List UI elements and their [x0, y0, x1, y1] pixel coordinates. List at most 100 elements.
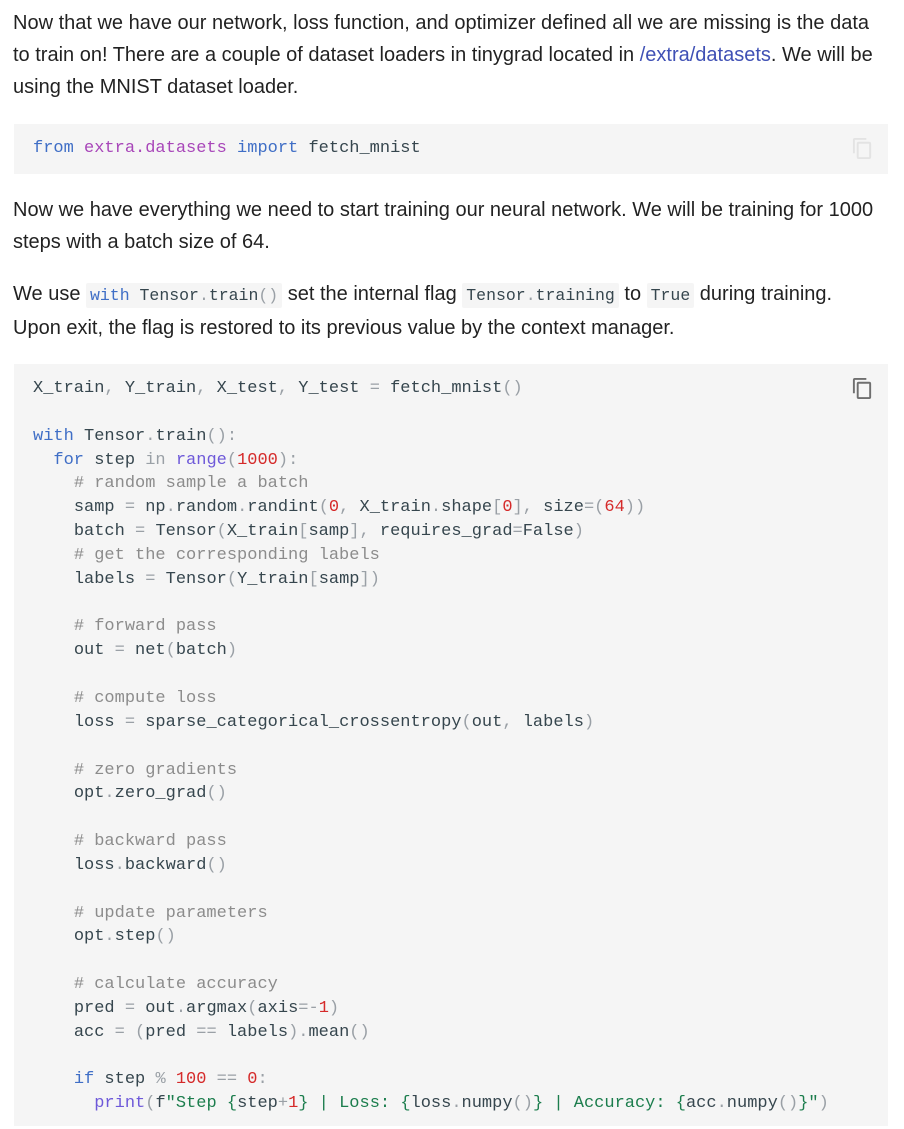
code-token	[237, 1070, 247, 1089]
code-token: {	[226, 1094, 238, 1114]
code-token: if	[73, 1070, 95, 1090]
code-line: # update parameters	[33, 902, 869, 926]
code-token	[135, 713, 145, 732]
code-token	[360, 379, 370, 398]
code-token: Y_train	[237, 569, 309, 589]
code-line: # compute loss	[33, 687, 869, 711]
copy-icon	[852, 377, 871, 399]
code-token	[370, 522, 380, 541]
code-token: ():	[206, 426, 238, 446]
code-line: opt.step()	[33, 925, 869, 949]
code-token	[33, 904, 74, 923]
code-token: =	[369, 379, 380, 398]
code-token: train	[208, 286, 259, 305]
code-token: ()	[502, 379, 523, 398]
code-blank-line	[33, 663, 869, 687]
code-token: ,	[339, 498, 350, 518]
code-token: Tensor	[155, 522, 217, 542]
code-token	[94, 1070, 104, 1089]
code-token: fetch_mnist	[308, 139, 421, 158]
paragraph-text: Now we have everything we need to start …	[13, 199, 874, 253]
code-token: ()	[512, 1094, 533, 1114]
code-token: axis	[257, 998, 299, 1018]
code-token	[115, 713, 125, 732]
code-token	[33, 641, 74, 660]
code-token	[135, 451, 145, 470]
code-token: (	[226, 450, 238, 470]
link-extra-datasets[interactable]: /extra/datasets	[639, 44, 771, 66]
code-token	[33, 999, 74, 1018]
paragraph-text: Now that we have our network, loss funct…	[13, 12, 869, 66]
code-token	[33, 498, 74, 517]
code-blank-line	[33, 735, 869, 759]
code-token: 0	[328, 498, 340, 518]
code-token: 0	[502, 498, 513, 518]
code-line: # calculate accuracy	[33, 973, 869, 997]
code-token: randint	[247, 498, 319, 518]
code-token: +	[277, 1094, 289, 1114]
code-token	[33, 761, 74, 780]
code-block-import: from extra.datasets import fetch_mnist	[14, 124, 888, 174]
code-token: ()	[258, 286, 279, 305]
code-token: out	[471, 712, 503, 732]
code-token: labels	[522, 712, 584, 732]
code-token: backward	[124, 855, 207, 875]
code-token: =	[512, 522, 523, 542]
code-token	[135, 570, 145, 589]
code-token: ==	[196, 1022, 217, 1042]
code-token: loss	[73, 855, 115, 875]
code-token	[33, 784, 74, 803]
code-token: step	[94, 450, 136, 470]
code-token: =	[135, 522, 146, 542]
code-token: X_train	[33, 379, 105, 398]
code-token: with	[90, 286, 130, 305]
code-token: )	[573, 522, 584, 542]
code-token: out	[145, 998, 176, 1018]
code-token: with	[33, 426, 74, 446]
code-token: .	[145, 426, 156, 446]
code-token	[115, 498, 125, 517]
code-token: | Accuracy:	[543, 1094, 676, 1114]
code-token	[115, 999, 125, 1018]
code-token	[533, 498, 543, 517]
code-token: mean	[308, 1022, 350, 1042]
code-token: Y_train	[124, 379, 197, 398]
code-token: Tensor	[466, 286, 526, 305]
code-token: )	[328, 998, 340, 1018]
code-token: ()	[206, 855, 227, 875]
code-token	[380, 379, 390, 398]
code-token: ==	[216, 1070, 238, 1090]
code-token	[130, 286, 140, 305]
code-body: from extra.datasets import fetch_mnist	[33, 137, 869, 161]
code-token: Y_test	[298, 379, 360, 398]
code-token: .	[104, 784, 115, 804]
code-token	[33, 1094, 94, 1113]
code-token	[33, 832, 74, 851]
code-blank-line	[33, 1045, 869, 1069]
code-comment: # zero gradients	[73, 760, 238, 780]
code-comment: # compute loss	[73, 688, 217, 708]
code-token: training	[535, 286, 615, 305]
code-line: for step in range(1000):	[33, 449, 869, 473]
code-token: pred	[73, 998, 115, 1018]
code-token	[186, 1023, 196, 1042]
code-line: loss = sparse_categorical_crossentropy(o…	[33, 711, 869, 735]
code-token: np	[145, 498, 166, 518]
code-blank-line	[33, 806, 869, 830]
code-token: =	[124, 712, 136, 732]
copy-code-button[interactable]	[850, 376, 874, 400]
code-token	[33, 927, 74, 946]
code-token: zero_grad	[114, 784, 207, 804]
code-token: (	[216, 522, 227, 542]
code-comment: # forward pass	[73, 617, 217, 637]
code-blank-line	[33, 949, 869, 973]
copy-code-button[interactable]	[850, 136, 874, 160]
code-token	[115, 379, 125, 398]
code-token: step	[114, 927, 156, 947]
code-token	[33, 856, 74, 875]
code-token	[125, 1023, 135, 1042]
code-token: )	[818, 1094, 829, 1114]
code-token: =-	[298, 998, 319, 1018]
code-line: # random sample a batch	[33, 472, 869, 496]
code-comment: # backward pass	[73, 832, 227, 852]
